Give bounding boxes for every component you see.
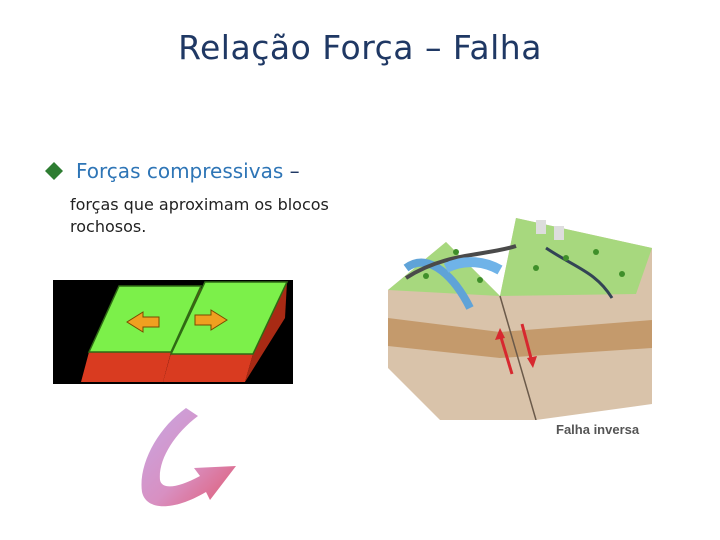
bullet-heading: Forças compressivas – [76, 159, 300, 183]
fault-caption: Falha inversa [556, 422, 640, 437]
bullet-item: Forças compressivas – [44, 159, 300, 183]
bullet-term: Forças compressivas [76, 159, 284, 183]
compressive-plates-illustration [53, 280, 293, 384]
bullet-description: forças que aproximam os blocos rochosos. [70, 195, 329, 236]
diamond-bullet-icon [45, 162, 63, 180]
slide-title: Relação Força – Falha [178, 28, 542, 67]
reverse-fault-diagram [388, 218, 652, 420]
curved-arrow-icon [141, 408, 236, 507]
bullet-separator: – [283, 159, 300, 183]
